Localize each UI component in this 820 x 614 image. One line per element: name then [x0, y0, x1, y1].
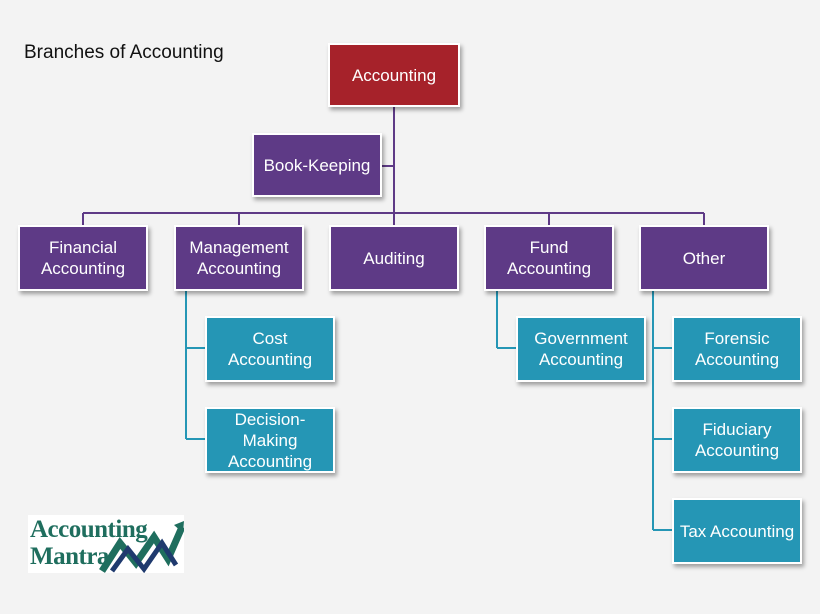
- node-book-keeping: Book-Keeping: [252, 133, 382, 197]
- accounting-mantra-logo: Accounting Mantra: [28, 515, 184, 573]
- node-financial-accounting: Financial Accounting: [18, 225, 148, 291]
- growth-arrow-icon: [99, 521, 184, 573]
- node-decision-making-accounting: Decision-Making Accounting: [205, 407, 335, 473]
- page-title: Branches of Accounting: [24, 42, 224, 63]
- logo-line-1: Accounting: [30, 516, 148, 543]
- node-forensic-accounting: Forensic Accounting: [672, 316, 802, 382]
- node-accounting: Accounting: [328, 43, 460, 107]
- logo-line-2: Mantra: [30, 543, 109, 570]
- node-auditing: Auditing: [329, 225, 459, 291]
- node-tax-accounting: Tax Accounting: [672, 498, 802, 564]
- node-cost-accounting: Cost Accounting: [205, 316, 335, 382]
- node-fiduciary-accounting: Fiduciary Accounting: [672, 407, 802, 473]
- node-government-accounting: Government Accounting: [516, 316, 646, 382]
- node-fund-accounting: Fund Accounting: [484, 225, 614, 291]
- node-other: Other: [639, 225, 769, 291]
- node-management-accounting: Management Accounting: [174, 225, 304, 291]
